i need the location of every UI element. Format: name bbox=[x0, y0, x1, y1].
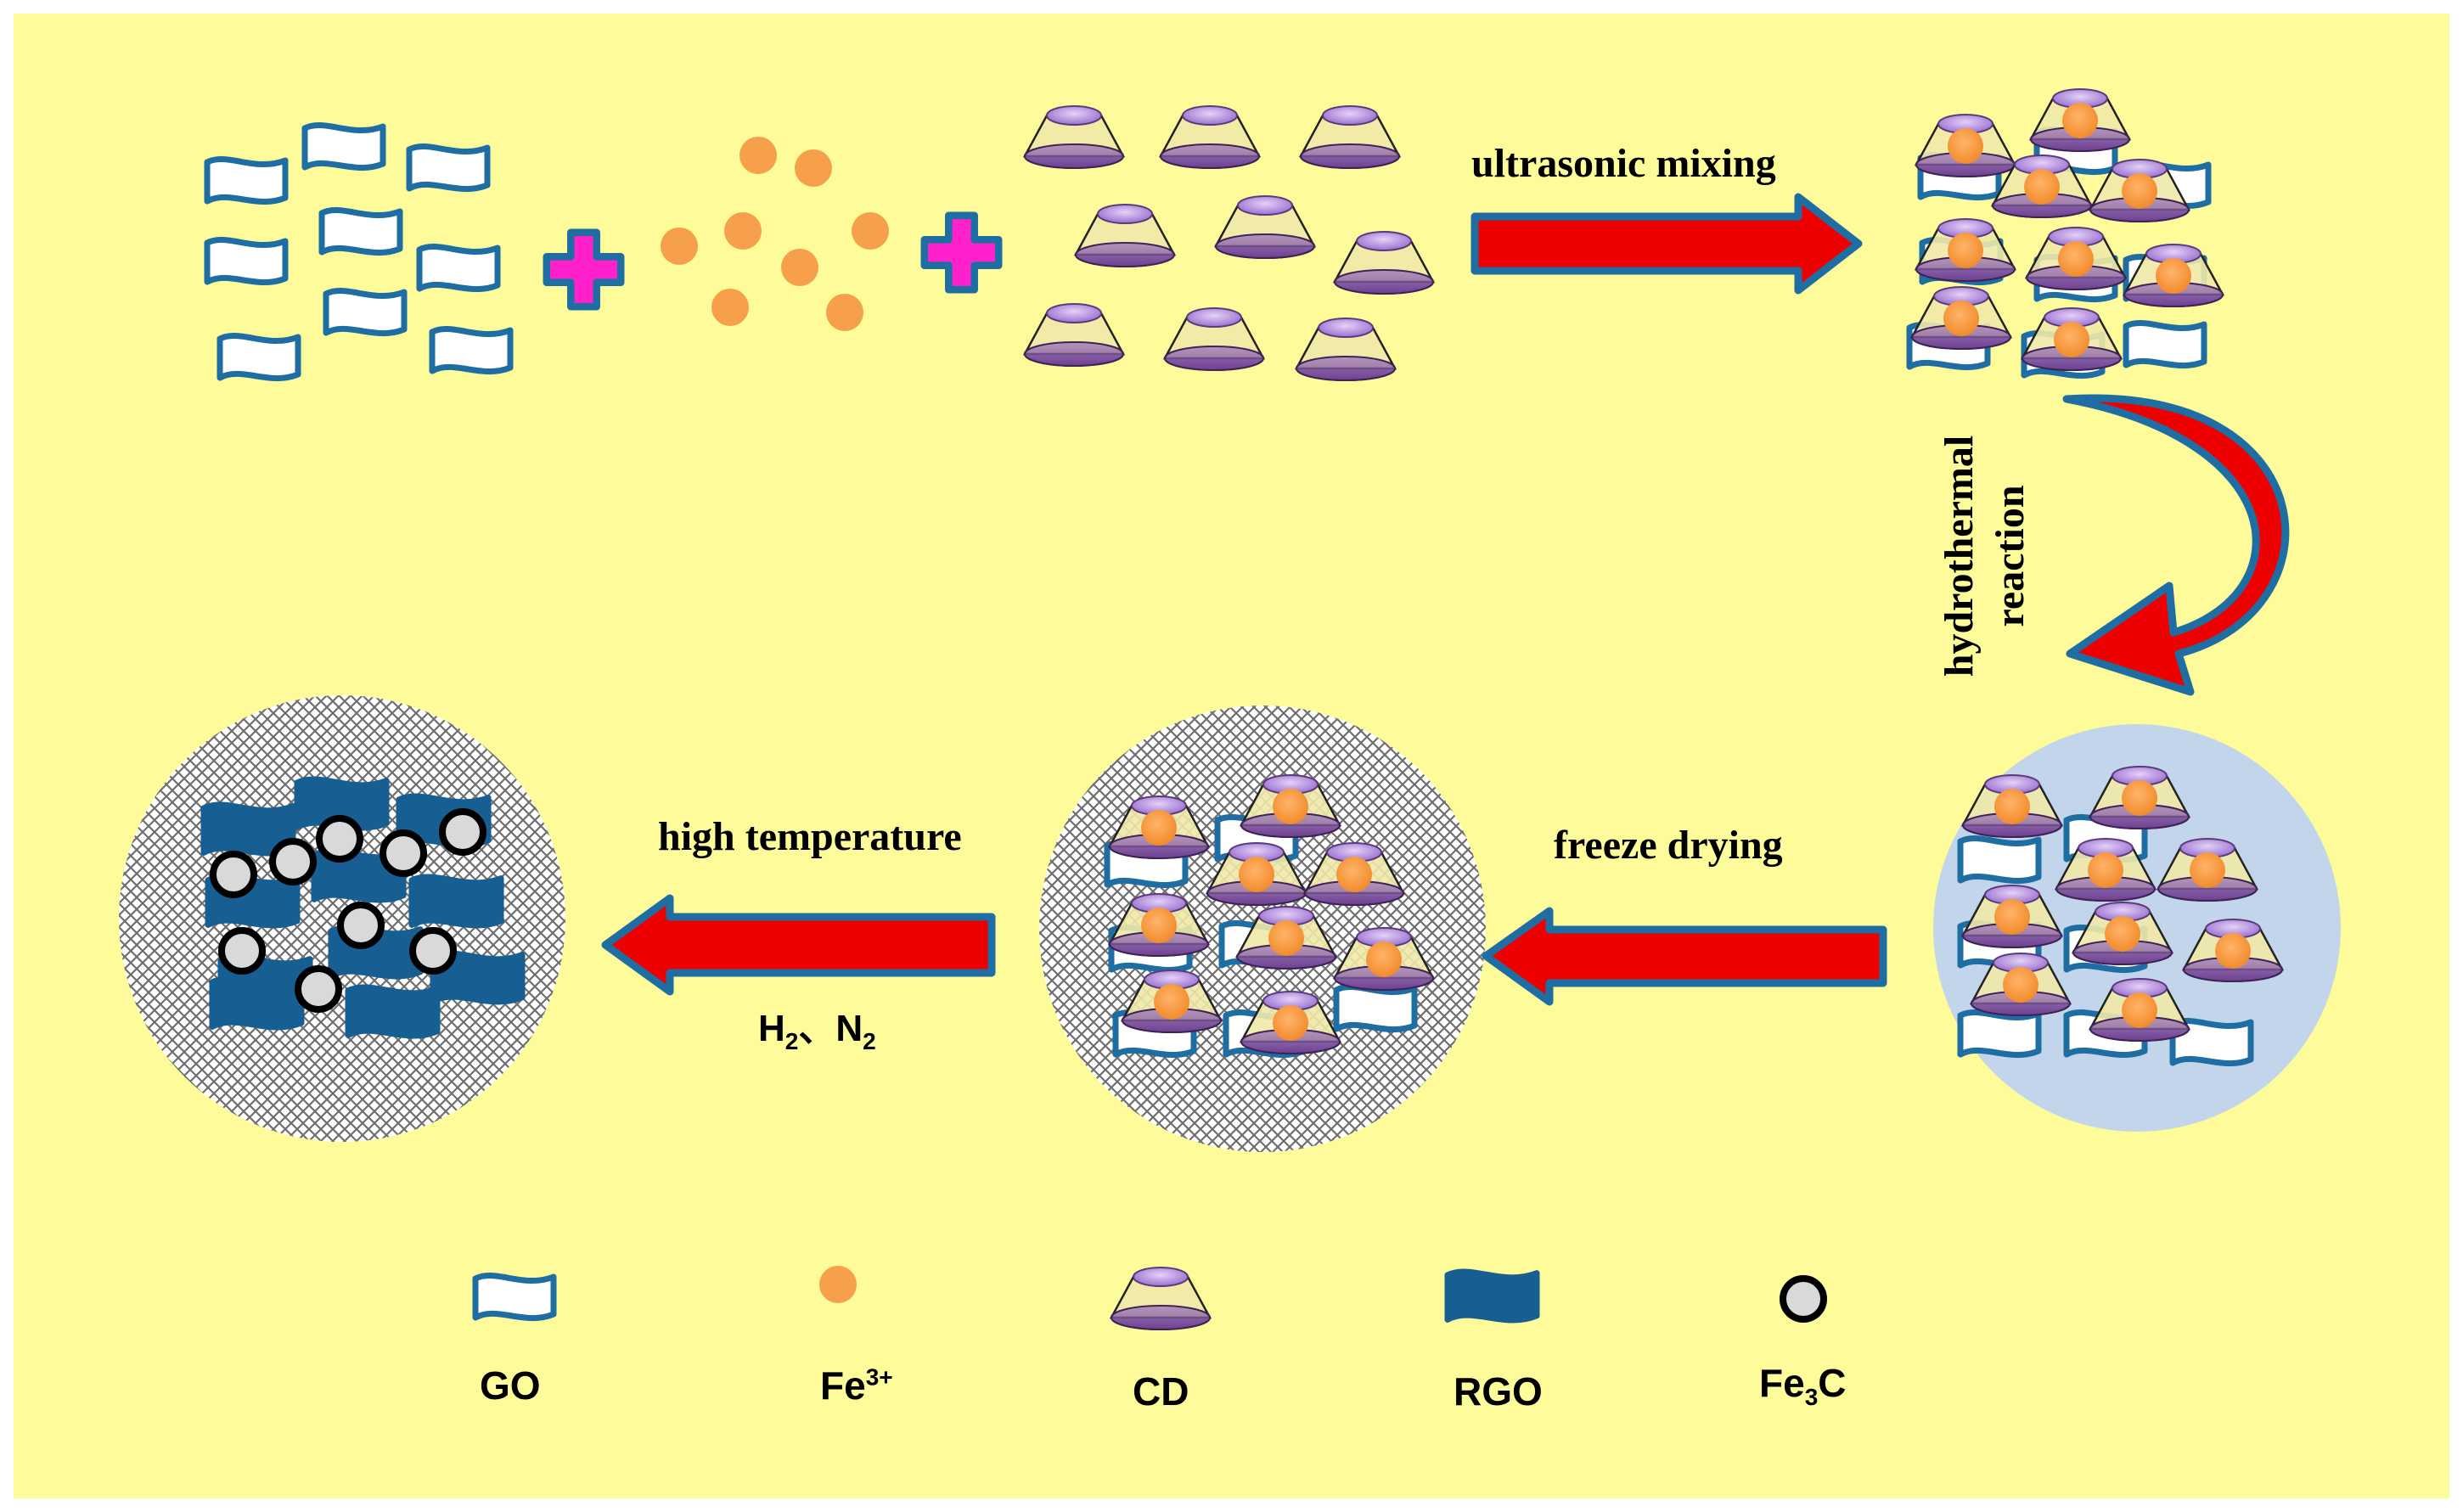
legend-label-rgo: RGO bbox=[1454, 1369, 1543, 1414]
fe3c-particle-icon bbox=[298, 969, 339, 1009]
arrow-icon-ultrasonic bbox=[1470, 193, 1863, 295]
legend-rgo-sheet-icon bbox=[1448, 1272, 1537, 1320]
legend-label-fe3c: Fe3C bbox=[1759, 1360, 1847, 1411]
label-gas-atmosphere: H2、N2 bbox=[758, 998, 876, 1055]
fe-ion-dot-icon bbox=[661, 228, 698, 265]
arrow-icon-hydrothermal bbox=[2062, 394, 2290, 696]
go-sheet-icon bbox=[1960, 839, 2038, 881]
fe-ion-dot-icon bbox=[795, 149, 832, 187]
legend-label-fe: Fe3+ bbox=[820, 1363, 893, 1408]
go-sheet-icon bbox=[207, 160, 285, 202]
go-sheet-icon bbox=[207, 240, 285, 283]
legend-go-sheet-icon bbox=[475, 1276, 554, 1318]
fe3c-particle-icon bbox=[383, 833, 424, 874]
fe3c-particle-icon bbox=[413, 930, 453, 971]
gas-n: N bbox=[835, 1008, 863, 1049]
icons-layer bbox=[204, 89, 2282, 1331]
legend-fe-sup: 3+ bbox=[865, 1363, 893, 1391]
legend-fe-ion-dot-icon bbox=[819, 1266, 857, 1303]
go-sheet-icon bbox=[220, 336, 298, 379]
arrow-icon-freeze-drying bbox=[1482, 907, 1887, 1006]
gas-h-sub: 2 bbox=[784, 1027, 799, 1054]
label-high-temperature: high temperature bbox=[658, 814, 962, 859]
fe3c-particle-icon bbox=[340, 905, 381, 946]
legend-fe3c-b: C bbox=[1818, 1361, 1847, 1405]
go-sheet-icon bbox=[419, 247, 498, 289]
legend-fe-base: Fe bbox=[820, 1363, 866, 1408]
arrow-icon-high-temperature bbox=[601, 894, 996, 996]
fe3c-particle-icon bbox=[222, 930, 262, 971]
rgo-sheet-icon bbox=[212, 979, 301, 1027]
fe-ion-dot-icon bbox=[711, 289, 749, 326]
fe-ion-dot-icon bbox=[826, 294, 863, 331]
legend-fe3c-sub: 3 bbox=[1804, 1384, 1819, 1411]
gas-n-sub: 2 bbox=[863, 1027, 876, 1054]
rgo-sheet-icon bbox=[412, 877, 501, 925]
gas-h: H bbox=[758, 1008, 785, 1049]
label-hydrothermal: hydrothermal bbox=[1937, 435, 1982, 677]
go-sheet-icon bbox=[2126, 323, 2204, 366]
fe3c-particle-icon bbox=[213, 854, 254, 895]
fe-ion-dot-icon bbox=[724, 212, 762, 250]
fe-ion-dot-icon bbox=[852, 212, 889, 250]
label-freeze-drying: freeze drying bbox=[1554, 823, 1783, 868]
go-sheet-icon bbox=[1960, 1013, 2038, 1055]
legend-fe3c-a: Fe bbox=[1759, 1361, 1805, 1405]
gas-separator: 、 bbox=[798, 1008, 836, 1049]
go-sheet-icon bbox=[432, 329, 510, 372]
fe3c-particle-icon bbox=[442, 812, 483, 852]
fe-ion-dot-icon bbox=[739, 137, 777, 174]
label-hydrothermal-reaction: hydrothermal reaction bbox=[1934, 403, 2036, 709]
fe3c-particle-icon bbox=[273, 841, 313, 882]
legend-fe3c-particle-icon bbox=[1783, 1279, 1824, 1319]
label-ultrasonic-mixing: ultrasonic mixing bbox=[1471, 141, 1776, 186]
fe3c-particle-icon bbox=[319, 818, 360, 859]
go-sheet-icon bbox=[1336, 987, 1414, 1030]
go-sheet-icon bbox=[305, 126, 383, 168]
rgo-sheet-icon bbox=[348, 987, 437, 1036]
fe-ion-dot-icon bbox=[781, 249, 818, 286]
label-reaction: reaction bbox=[1988, 485, 2033, 627]
go-sheet-icon bbox=[326, 291, 404, 334]
legend-label-go: GO bbox=[480, 1363, 541, 1408]
go-sheet-icon bbox=[409, 147, 487, 189]
legend-label-cd: CD bbox=[1133, 1369, 1189, 1414]
go-sheet-icon bbox=[322, 211, 400, 253]
